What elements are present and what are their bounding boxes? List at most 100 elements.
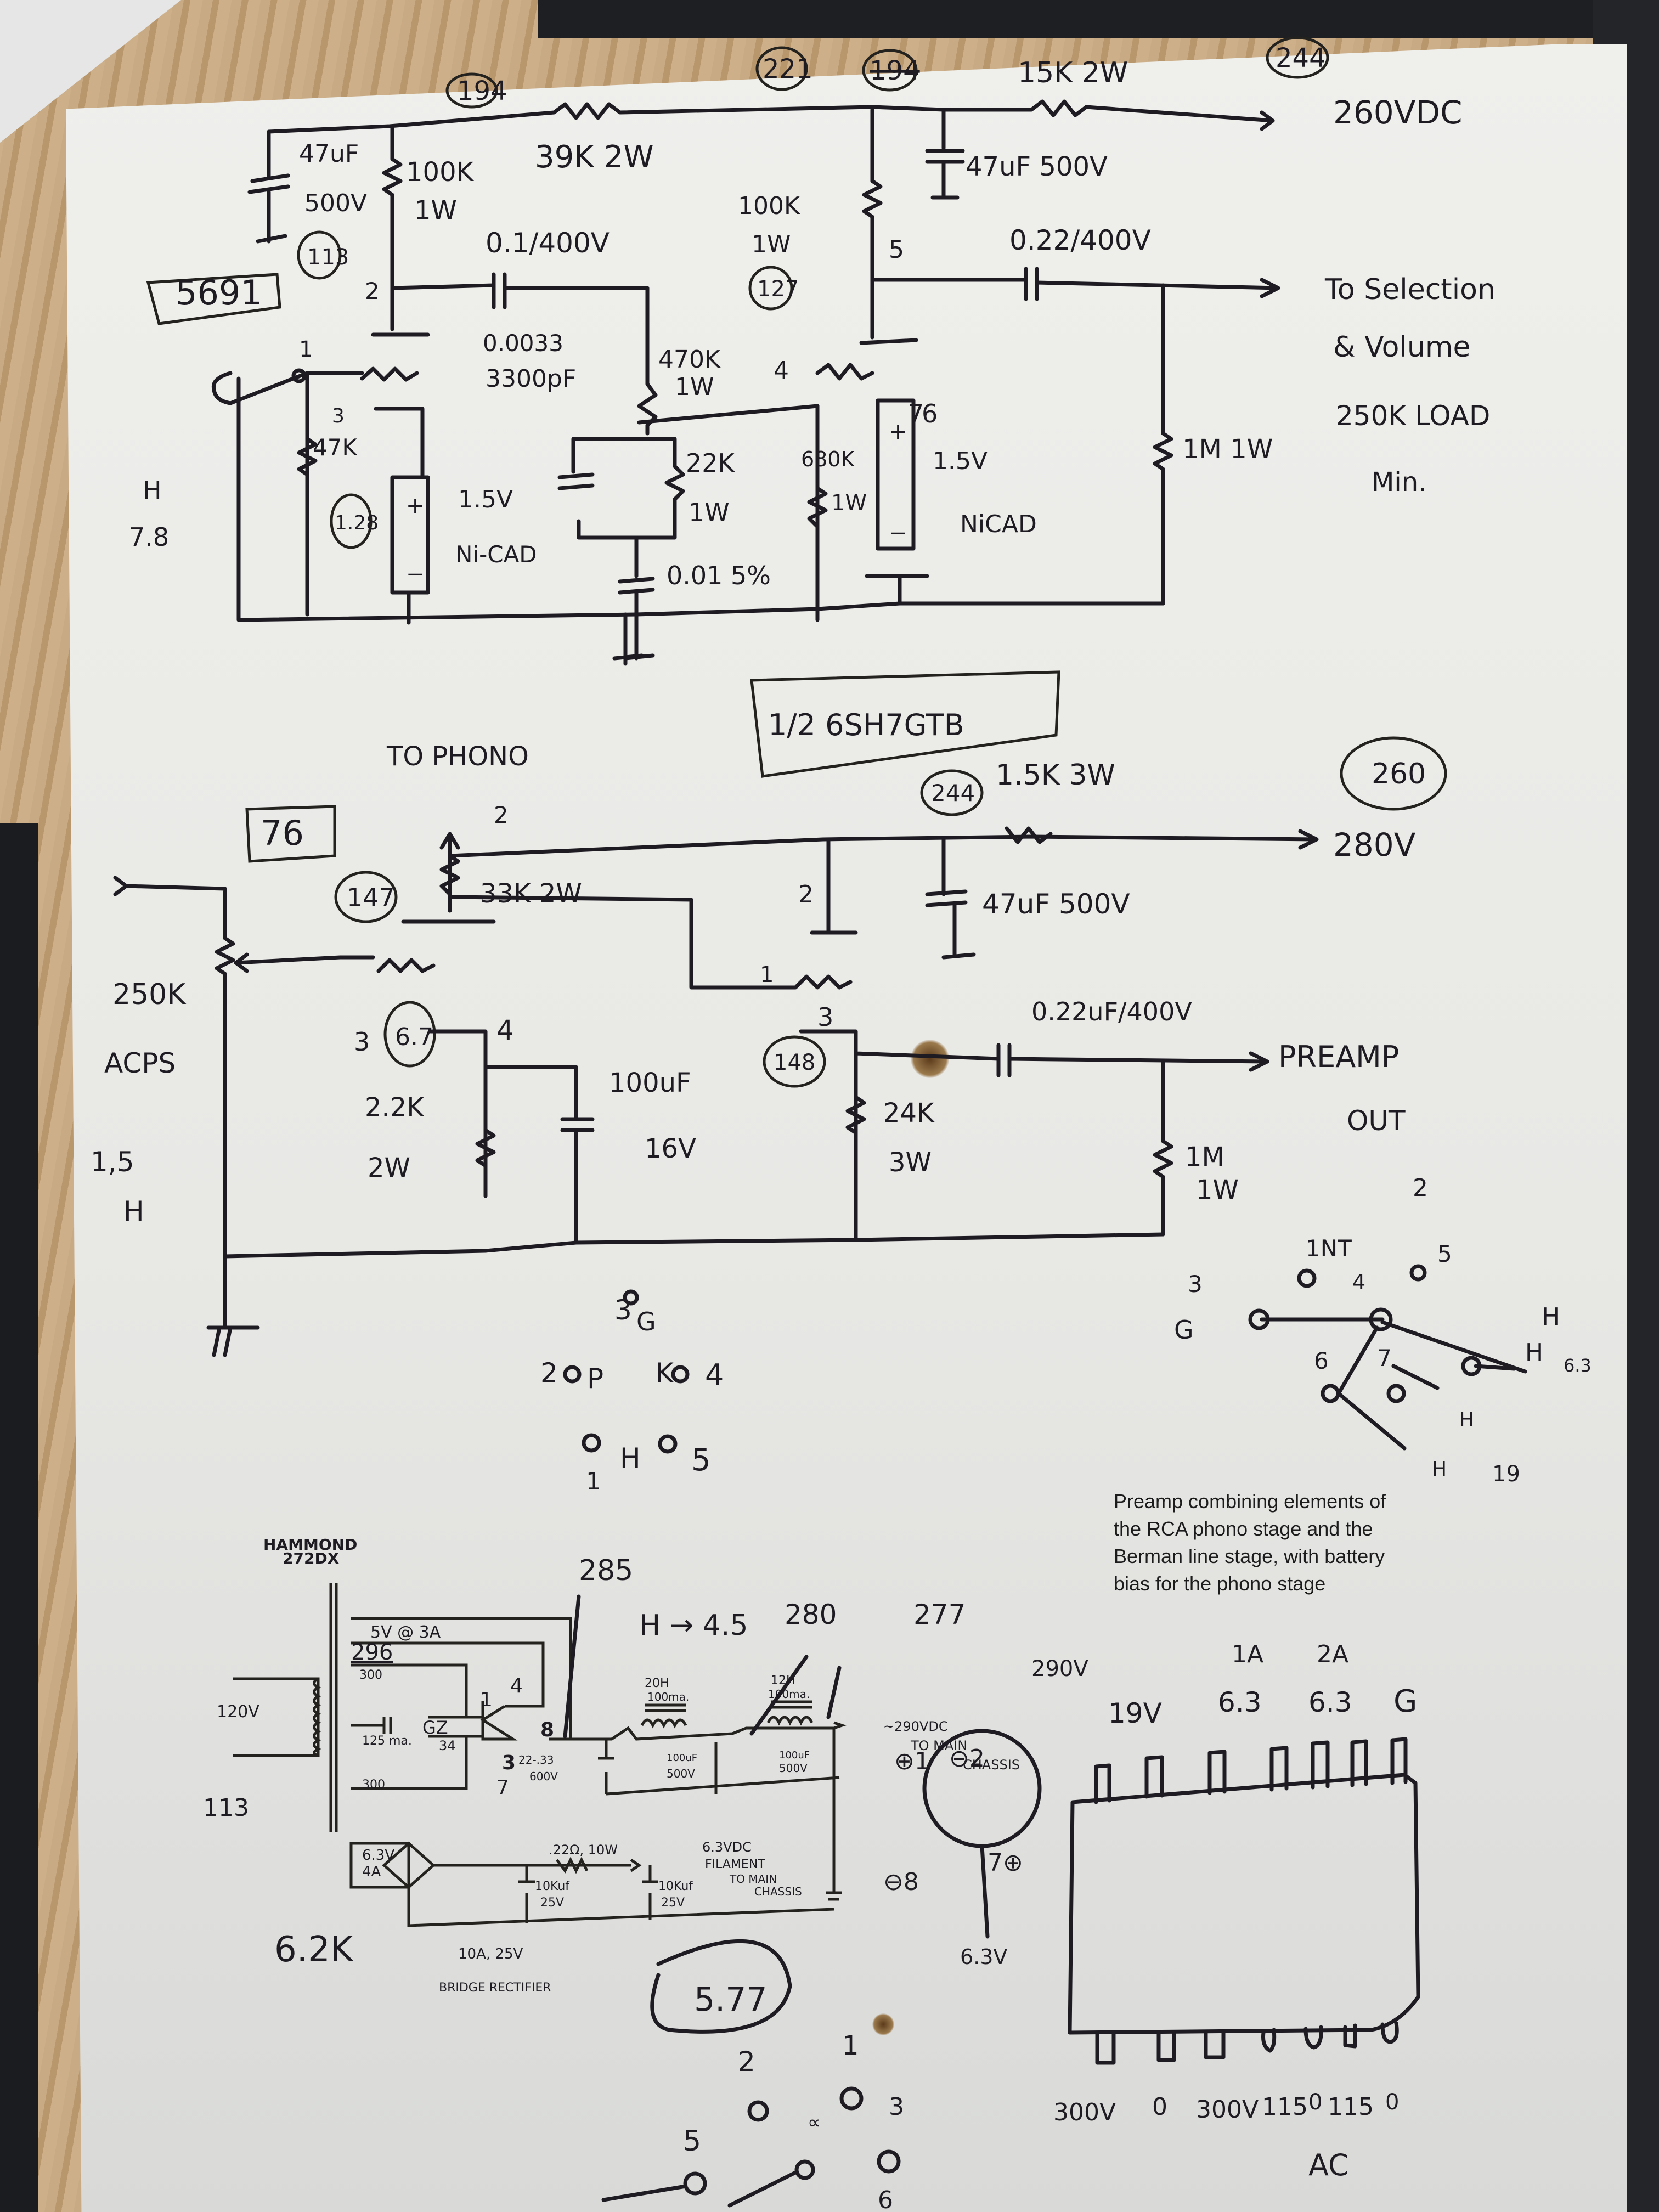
pin-label: G — [1393, 1684, 1417, 1719]
pin-label: 1 — [842, 2030, 859, 2061]
filament-resistor — [556, 1857, 589, 1874]
component-value: 1M 1W — [1182, 434, 1273, 465]
pin-label: 4 — [1352, 1270, 1365, 1294]
filament-output-label: TO MAIN — [729, 1872, 777, 1886]
coupling-cap — [390, 272, 658, 436]
socket-pin — [1248, 1308, 1270, 1330]
socket-pin — [839, 2086, 864, 2111]
arrow-icon — [1260, 110, 1275, 131]
pin-label: H — [1432, 1458, 1447, 1481]
pin-label: 4 — [774, 357, 789, 385]
socket-pin — [877, 2149, 901, 2174]
pin-label: 1 — [586, 1468, 601, 1496]
component-value: 100uF — [609, 1068, 691, 1098]
output-label: Min. — [1372, 467, 1426, 498]
octal-socket-center: 3 G 2 P K 4 1 H 5 — [540, 1289, 724, 1496]
pin-label: H — [1459, 1409, 1474, 1431]
resistor-symbol — [382, 124, 403, 331]
pin-label: 4 — [705, 1358, 724, 1392]
ground-icon — [612, 612, 644, 666]
pin-label: 6.3 — [1308, 1686, 1352, 1718]
hv-output-label: ~290VDC — [883, 1719, 948, 1734]
voltage-circle — [862, 49, 918, 92]
rust-stain — [872, 2013, 894, 2035]
box-label: 76 — [261, 813, 304, 853]
connector-pin-label: ⊖2 — [949, 1745, 985, 1773]
voltage-circle — [297, 230, 342, 280]
component-value: 1W — [675, 373, 714, 401]
pin-label: 1 — [760, 962, 774, 988]
component-value: 10Kuf — [535, 1880, 570, 1893]
battery-plus-icon: + — [406, 493, 425, 518]
caption-line: Preamp combining elements of — [1114, 1490, 1386, 1513]
pin-label: 0 — [1308, 2090, 1322, 2115]
rectifier-label: 34 — [439, 1738, 456, 1753]
pin-label: 7 — [908, 399, 924, 428]
input-grid-resistor — [211, 366, 419, 617]
center-mark-icon: ∝ — [808, 2112, 821, 2134]
pin-label: H — [620, 1442, 641, 1474]
laptop-edge — [538, 0, 1659, 38]
voltage-label: 244 — [931, 780, 975, 806]
socket-pin — [1461, 1356, 1482, 1376]
socket-pin — [1386, 1384, 1406, 1403]
ground-icon — [206, 1325, 260, 1357]
component-value: 39K 2W — [535, 139, 654, 175]
component-value: 0.1/400V — [486, 227, 610, 259]
winding-label: 300 — [359, 1668, 382, 1682]
voltage-note: H → 4.5 — [639, 1609, 748, 1642]
input-label: TO PHONO — [386, 741, 529, 772]
component-value: 47K — [313, 434, 358, 461]
filament-output-label: CHASSIS — [754, 1885, 802, 1898]
pin-label: 1NT — [1306, 1235, 1352, 1262]
pin-label: G — [636, 1307, 656, 1336]
side-note: 7.8 — [129, 522, 169, 552]
interstage-wire — [637, 404, 820, 622]
bplus-line — [448, 829, 1319, 858]
component-value: 100uF — [779, 1750, 810, 1761]
side-note: 113 — [203, 1794, 249, 1822]
component-value: 47uF 500V — [966, 151, 1108, 182]
output-coupling — [870, 267, 1280, 301]
voltage-label: 148 — [774, 1050, 815, 1075]
screen-resistor — [401, 832, 496, 924]
tube-box — [750, 670, 1060, 778]
hv-line — [571, 1721, 847, 1741]
ground-rail — [223, 1232, 1165, 1259]
riaa-network — [557, 437, 685, 540]
pin-label: 2 — [1413, 1174, 1428, 1202]
winding-label: 5V @ 3A — [370, 1623, 441, 1642]
voltage-label: 1.28 — [335, 512, 379, 534]
bridge-label: BRIDGE RECTIFIER — [439, 1981, 551, 1995]
winding-label: 300 — [362, 1778, 385, 1792]
output-label: 250K LOAD — [1336, 400, 1490, 432]
primary-coil-icon — [313, 1677, 321, 1757]
component-value: 500V — [667, 1767, 695, 1780]
pin-label: 300V — [1196, 2096, 1259, 2124]
socket-pin — [658, 1434, 678, 1454]
capacitor-symbol — [925, 837, 976, 960]
connector-pin-label: 6.3V — [960, 1945, 1007, 1969]
pin-label: 6.3 — [1218, 1686, 1262, 1718]
output-label: PREAMP — [1278, 1040, 1399, 1074]
pin-label: 3 — [889, 2093, 904, 2121]
battery-wire — [865, 574, 929, 606]
voltage-circle — [330, 493, 373, 549]
plate-resistor-2 — [859, 108, 918, 345]
output-label: OUT — [1347, 1105, 1406, 1137]
component-value: 15K 2W — [1018, 57, 1128, 89]
volume-pot — [113, 876, 436, 1330]
caption-line: the RCA phono stage and the — [1114, 1517, 1373, 1540]
caption-line: Berman line stage, with battery — [1114, 1545, 1385, 1567]
voltage-circle — [1266, 36, 1329, 79]
battery-plus-icon: + — [889, 419, 907, 444]
primary-wire — [233, 1677, 320, 1757]
component-value: 33K 2W — [480, 878, 582, 909]
winding-label: 6.3V — [362, 1847, 394, 1864]
filament-caps — [518, 1865, 658, 1923]
component-value: 100uF — [667, 1752, 697, 1764]
pin-label: 5 — [683, 2125, 701, 2158]
component-value: 12H — [771, 1674, 795, 1688]
voltage-circle — [920, 769, 984, 816]
pin-label: 6 — [878, 2186, 893, 2212]
